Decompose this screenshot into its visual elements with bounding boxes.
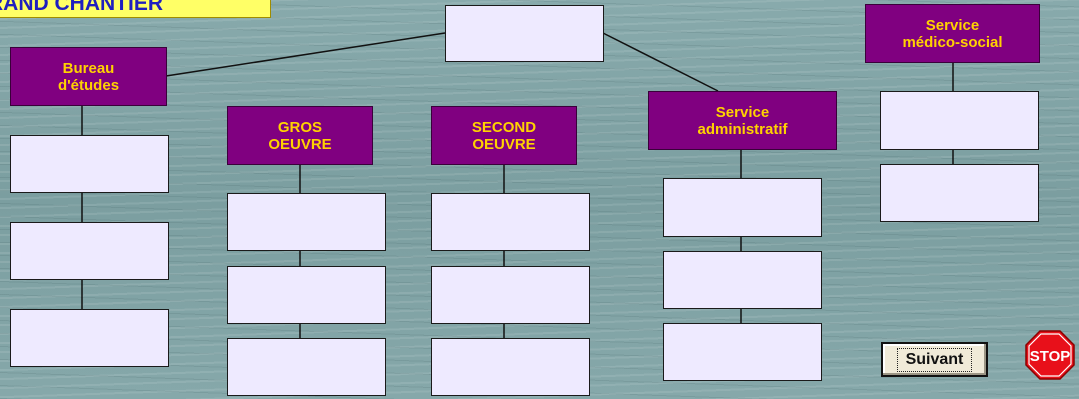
bureau-box-1[interactable] <box>10 135 169 193</box>
gros-box-1[interactable] <box>227 193 386 251</box>
header-service-administratif: Service administratif <box>648 91 837 150</box>
stop-icon[interactable]: STOP <box>1025 330 1075 380</box>
next-button-label: Suivant <box>896 347 973 372</box>
header-service-medico-social: Service médico-social <box>865 4 1040 63</box>
gros-box-2[interactable] <box>227 266 386 324</box>
top-box[interactable] <box>445 5 604 62</box>
header-bureau-etudes: Bureau d'études <box>10 47 167 106</box>
header-gros-oeuvre: GROS OEUVRE <box>227 106 373 165</box>
admin-box-3[interactable] <box>663 323 822 381</box>
medico-box-1[interactable] <box>880 91 1039 150</box>
admin-box-1[interactable] <box>663 178 822 237</box>
second-box-3[interactable] <box>431 338 590 396</box>
page-title: RAND CHANTIER <box>0 0 271 18</box>
gros-box-3[interactable] <box>227 338 386 396</box>
bureau-box-2[interactable] <box>10 222 169 280</box>
stop-icon-label: STOP <box>1030 348 1071 365</box>
next-button[interactable]: Suivant <box>881 342 988 377</box>
header-second-oeuvre: SECOND OEUVRE <box>431 106 577 165</box>
medico-box-2[interactable] <box>880 164 1039 222</box>
second-box-2[interactable] <box>431 266 590 324</box>
bureau-box-3[interactable] <box>10 309 169 367</box>
second-box-1[interactable] <box>431 193 590 251</box>
admin-box-2[interactable] <box>663 251 822 309</box>
